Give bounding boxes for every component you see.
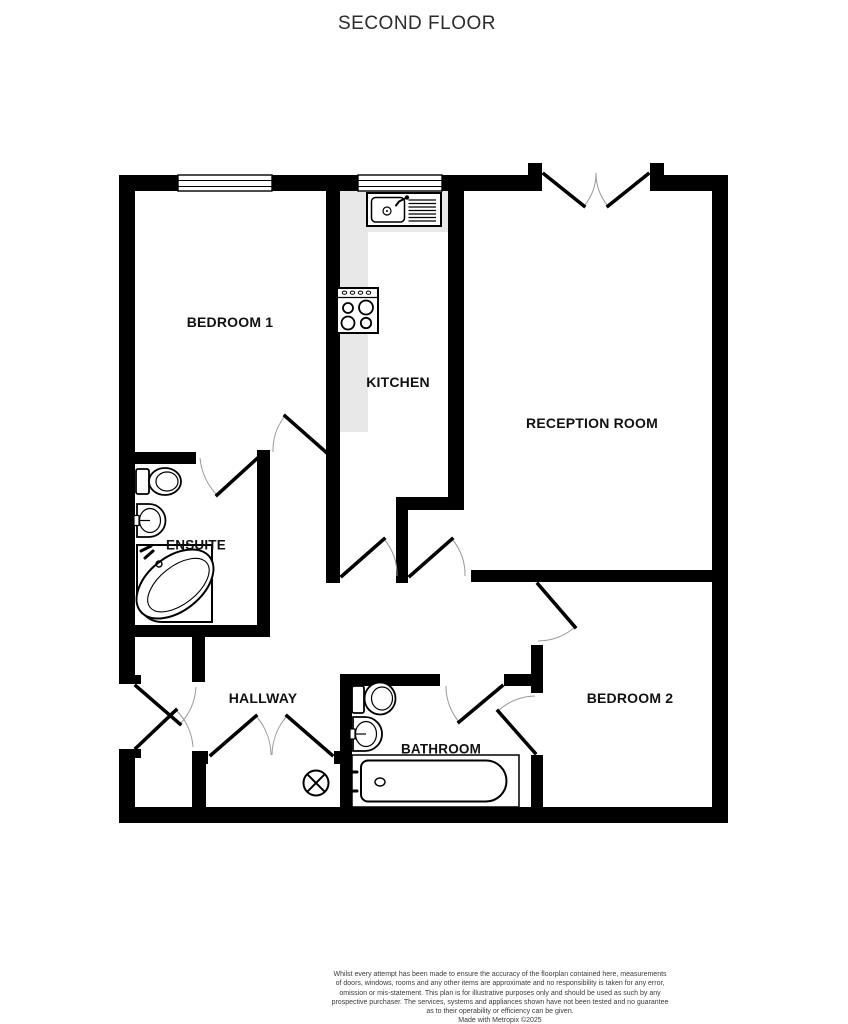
disclaimer-line: prospective purchaser. The services, sys…: [331, 998, 669, 1006]
cupboard-door-left-leaf: [208, 713, 259, 758]
window-kitchen: [357, 174, 443, 192]
bathroom-second-door-leaf: [495, 708, 538, 756]
disclaimer-line: of doors, windows, rooms and any other i…: [335, 980, 665, 988]
bath-taps-icon: [342, 764, 359, 799]
bedroom1-door-leaf: [282, 413, 330, 456]
room-label-bedroom2: BEDROOM 2: [586, 690, 674, 706]
stove-icon: [336, 287, 379, 334]
corner-bath-icon: [135, 544, 215, 623]
windows: [177, 174, 443, 192]
room-label-kitchen: KITCHEN: [366, 374, 430, 390]
disclaimer-line: as to their operability or efficiency ca…: [426, 1008, 574, 1016]
walls: [119, 163, 728, 823]
toilet-icon: [351, 681, 397, 716]
door-leaves: [133, 171, 651, 758]
pedestal-basin-icon: [133, 503, 167, 538]
bath-taps-icon: [139, 544, 155, 560]
room-label-ensuite: ENSUITE: [166, 537, 226, 553]
pedestal-basin-icon: [349, 716, 383, 752]
room-label-reception: RECEPTION ROOM: [526, 415, 658, 431]
cupboard-door-right-leaf: [284, 713, 335, 758]
reception-door-leaf: [407, 536, 455, 579]
room-label-bathroom: BATHROOM: [400, 741, 482, 757]
window-bedroom1: [177, 174, 273, 192]
room-label-bedroom1: BEDROOM 1: [186, 314, 274, 330]
kitchen-door-leaf: [339, 536, 387, 579]
french-door-right-leaf: [605, 171, 651, 209]
page-title: SECOND FLOOR: [337, 13, 497, 34]
bathroom-fixtures: [342, 681, 520, 808]
bedroom2-door-leaf: [535, 581, 578, 630]
toilet-icon: [135, 467, 182, 496]
bathroom-door-leaf: [456, 683, 505, 725]
circled-x-symbol-icon: [302, 769, 330, 797]
room-label-hallway: HALLWAY: [228, 690, 298, 706]
faucet-icon: [395, 196, 408, 207]
disclaimer-line: omission or mis-statement. This plan is …: [339, 989, 661, 997]
door-arcs: [175, 172, 609, 756]
ensuite-door-leaf: [214, 451, 265, 498]
ensuite-fixtures: [133, 467, 215, 623]
french-door-left-leaf: [541, 171, 587, 209]
metropix-credit: Made with Metropix ©2025: [458, 1017, 542, 1024]
front-door-leaf-a: [133, 683, 183, 727]
kitchen-sink-icon: [366, 192, 442, 227]
disclaimer: Whilst every attempt has been made to en…: [332, 970, 669, 1024]
disclaimer-line: Whilst every attempt has been made to en…: [333, 971, 667, 978]
bathtub-icon: [342, 754, 520, 808]
front-door-leaf-b: [133, 707, 179, 751]
